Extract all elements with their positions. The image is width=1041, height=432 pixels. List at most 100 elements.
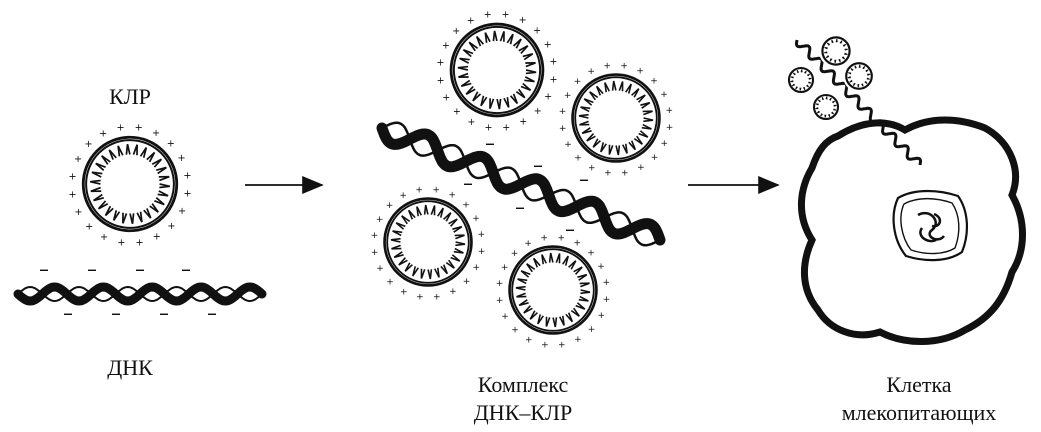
positive-charge: + (525, 335, 533, 345)
positive-charge: + (100, 232, 108, 243)
positive-charge: + (650, 77, 658, 87)
positive-charge: + (496, 279, 504, 289)
negative-charge: – (207, 301, 217, 325)
complex-liposome-4: ++++++++++++++++++++ (496, 234, 611, 351)
positive-charge: + (74, 154, 82, 165)
positive-charge: + (519, 15, 527, 26)
lipid-tail (825, 115, 826, 118)
positive-charge: + (432, 186, 440, 196)
complex-liposome-3: ++++++++++++++++++++ (371, 186, 486, 303)
positive-charge: + (621, 168, 629, 178)
positive-charge: + (152, 128, 160, 139)
positive-charge: + (597, 262, 605, 272)
positive-charge: + (587, 249, 595, 259)
positive-charge: + (544, 92, 552, 103)
positive-charge: + (467, 117, 475, 128)
positive-charge: + (559, 107, 567, 117)
positive-charge: + (573, 239, 581, 249)
complex-liposome-2: ++++++++++++++++++++ (559, 62, 674, 179)
positive-charge: + (467, 15, 475, 26)
positive-charge: + (588, 163, 596, 173)
positive-charge: + (574, 335, 582, 345)
negative-charge: – (111, 301, 121, 325)
positive-charge: + (433, 292, 441, 302)
positive-charge: + (502, 122, 510, 133)
positive-charge: + (85, 139, 93, 150)
positive-charge: + (478, 230, 486, 240)
negative-charge: – (515, 195, 525, 219)
positive-charge: + (99, 128, 107, 139)
positive-charge: + (116, 123, 124, 134)
positive-charge: + (651, 153, 659, 163)
positive-charge: + (620, 62, 628, 72)
lipid-tail (826, 97, 827, 100)
positive-charge: + (636, 67, 644, 77)
positive-charge: + (463, 277, 471, 287)
positive-charge: + (400, 287, 408, 297)
positive-charge: + (167, 221, 175, 232)
dna-label: ДНК (107, 355, 153, 380)
negative-charge: – (63, 301, 73, 325)
positive-charge: + (660, 90, 668, 100)
positive-charge: + (452, 26, 460, 37)
positive-charge: + (559, 124, 567, 134)
negative-charge: – (463, 171, 473, 195)
positive-charge: + (85, 221, 93, 232)
lipid-tail (859, 65, 860, 68)
positive-charge: + (564, 140, 572, 150)
positive-charge: + (376, 215, 384, 225)
lipid-tail (836, 39, 837, 42)
positive-charge: + (167, 139, 175, 150)
positive-charge: + (68, 171, 76, 182)
positive-charge: + (666, 106, 674, 116)
positive-charge: + (69, 190, 77, 201)
positive-charge: + (540, 234, 548, 244)
cell-label-line1: Клетка (886, 372, 951, 397)
positive-charge: + (603, 295, 611, 305)
positive-charge: + (501, 312, 509, 322)
positive-charge: + (437, 58, 445, 69)
positive-charge: + (485, 123, 493, 134)
small-liposome-4 (811, 92, 841, 122)
complex-label-line1: Комплекс (478, 372, 569, 397)
negative-charge: – (159, 301, 169, 325)
positive-charge: + (524, 239, 532, 249)
small-liposome-2 (786, 65, 816, 95)
positive-charge: + (587, 67, 595, 77)
negative-charge: – (533, 153, 543, 177)
positive-charge: + (598, 311, 606, 321)
positive-charge: + (183, 171, 191, 182)
positive-charge: + (502, 10, 510, 21)
positive-charge: + (558, 340, 566, 350)
complex-liposome-1: ++++++++++++++++++++ (437, 10, 558, 134)
lipid-tail (800, 88, 801, 91)
cationic-liposome: ++++++++++++++++++++ (68, 123, 191, 249)
lipid-tail (801, 70, 802, 73)
positive-charge: + (153, 232, 161, 243)
positive-charge: + (557, 234, 565, 244)
positive-charge: + (462, 201, 470, 211)
negative-charge: – (181, 257, 191, 281)
positive-charge: + (496, 296, 504, 306)
positive-charge: + (533, 25, 541, 36)
positive-charge: + (666, 123, 674, 133)
positive-charge: + (604, 169, 612, 179)
negative-charge: – (39, 257, 49, 281)
positive-charge: + (544, 40, 552, 51)
positive-charge: + (117, 238, 125, 249)
positive-charge: + (603, 62, 611, 72)
positive-charge: + (449, 287, 457, 297)
positive-charge: + (74, 207, 82, 218)
positive-charge: + (574, 154, 582, 164)
positive-charge: + (574, 77, 582, 87)
positive-charge: + (661, 139, 669, 149)
positive-charge: + (442, 40, 450, 51)
positive-charge: + (511, 249, 519, 259)
positive-charge: + (415, 186, 423, 196)
positive-charge: + (541, 341, 549, 351)
positive-charge: + (472, 214, 480, 224)
positive-charge: + (478, 247, 486, 257)
positive-charge: + (453, 107, 461, 118)
